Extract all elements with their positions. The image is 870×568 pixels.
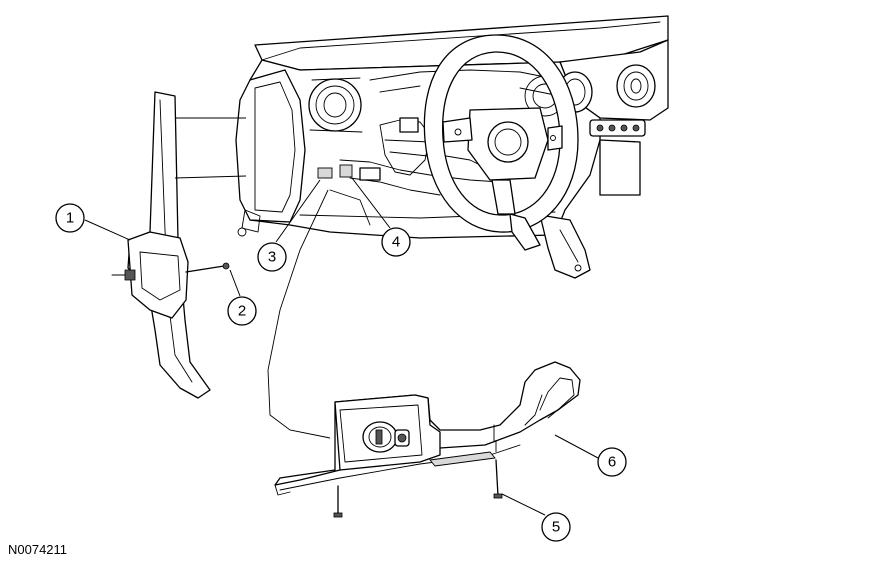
guide-lines [174,117,497,452]
callout-5: 5 [501,493,571,542]
callout-6-label: 6 [608,454,616,471]
callout-1: 1 [55,203,131,241]
screw-5 [333,424,503,518]
lower-trim-panel [274,361,581,496]
callout-3: 3 [257,179,321,272]
figure-id: N0074211 [8,542,68,557]
left-air-vent [308,77,363,133]
headlamp-switch [362,421,410,453]
callout-3-label: 3 [268,249,276,266]
callout-2: 2 [227,269,257,326]
wiring-harness [317,117,501,196]
callout-2-label: 2 [238,303,246,320]
instrument-panel [235,15,669,279]
callout-4-label: 4 [392,234,400,251]
callout-4: 4 [351,177,411,257]
callout-1-label: 1 [66,210,74,227]
callout-6: 6 [554,434,627,477]
side-trim-panel [111,91,211,399]
screw-2 [185,262,230,273]
callout-5-label: 5 [552,519,560,536]
steering-wheel [423,34,579,251]
